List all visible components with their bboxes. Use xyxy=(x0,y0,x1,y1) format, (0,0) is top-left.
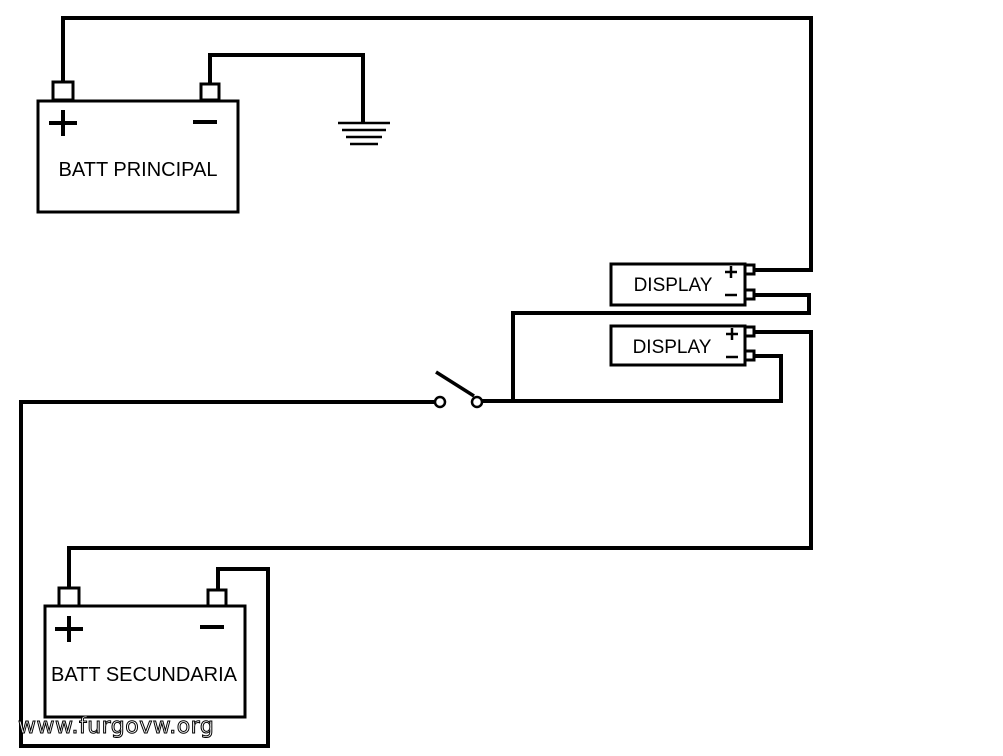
display-top-positive-terminal xyxy=(743,263,756,276)
display-bottom-plus-sign xyxy=(726,328,738,340)
display-bottom-positive-terminal xyxy=(743,325,756,338)
display-top-negative-terminal xyxy=(743,288,756,301)
battery-principal: BATT PRINCIPAL xyxy=(36,80,240,214)
battery-secundaria-plus-sign xyxy=(55,616,83,642)
battery-principal-negative-terminal xyxy=(199,82,221,102)
battery-secundaria-negative-terminal xyxy=(206,588,228,608)
watermark: www.furgovw.org xyxy=(18,714,214,739)
wire-switch-input xyxy=(19,400,439,748)
ground-symbol xyxy=(338,121,390,146)
display-top-label: DISPLAY xyxy=(634,275,713,296)
battery-principal-plus-sign xyxy=(49,110,77,136)
battery-principal-body xyxy=(36,99,240,214)
battery-principal-positive-terminal xyxy=(51,80,75,102)
battery-secundaria-body xyxy=(43,604,247,719)
battery-principal-label: BATT PRINCIPAL xyxy=(59,159,218,181)
switch-lever xyxy=(435,370,475,398)
wire-display-top-negative xyxy=(511,293,811,403)
switch-contact-left xyxy=(433,395,447,409)
wire-principal-ground xyxy=(208,53,365,124)
display-bottom-label: DISPLAY xyxy=(633,337,712,358)
battery-secundaria: BATT SECUNDARIA xyxy=(43,586,247,719)
display-top-body xyxy=(609,262,747,307)
display-bottom-negative-terminal xyxy=(743,349,756,362)
switch-contact-right xyxy=(470,395,484,409)
display-bottom: DISPLAY xyxy=(609,324,756,367)
display-top: DISPLAY xyxy=(609,262,756,307)
wire-secundaria-positive xyxy=(67,330,813,591)
wire-principal-positive xyxy=(61,16,813,272)
wires xyxy=(19,16,813,748)
wire-switch-output xyxy=(478,354,783,403)
battery-secundaria-positive-terminal xyxy=(57,586,81,608)
display-top-plus-sign xyxy=(725,266,737,278)
battery-secundaria-label: BATT SECUNDARIA xyxy=(51,664,238,686)
display-bottom-body xyxy=(609,324,747,367)
switch xyxy=(433,370,484,409)
